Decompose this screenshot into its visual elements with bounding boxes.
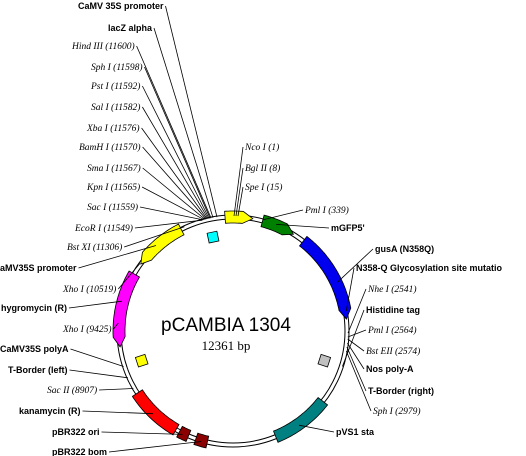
leader-tborder_left (69, 369, 128, 379)
leader-bgl2 (235, 167, 244, 217)
label-xba1: Xba I (11576) (86, 123, 140, 134)
leader-pml1a (262, 209, 304, 221)
leader-sal1 (142, 106, 209, 219)
label-kan_lbl: kanamycin (R) (19, 406, 81, 416)
leader-bstx1 (124, 226, 185, 248)
label-sal1: Sal I (11582) (91, 102, 140, 113)
label-sma1: Sma I (11567) (87, 163, 141, 174)
label-pbrori_lbl: pBR322 ori (52, 427, 100, 437)
label-xho1b: Xho I (9425) (62, 324, 112, 335)
leader-polya_lbl (70, 348, 124, 367)
leader-spe1 (237, 186, 244, 217)
label-sac2: Sac II (8907) (47, 385, 97, 396)
leader-hind3 (136, 45, 212, 219)
feature-markers (134, 230, 332, 368)
leader-mgfp_lbl (276, 224, 330, 229)
label-spe1: Spe I (15) (245, 182, 282, 193)
label-histag_lbl: Histidine tag (366, 305, 420, 315)
label-sac1: Sac I (11559) (87, 202, 138, 213)
label-bsteii: Bst EII (2574) (366, 346, 420, 357)
label-bgl2: Bgl II (8) (245, 163, 280, 174)
leader-xho1a (117, 263, 141, 290)
leader-sph1a (144, 66, 211, 219)
leader-n358q (345, 267, 355, 312)
label-nco1: Nco I (1) (244, 142, 279, 153)
leader-pvs1_lbl (298, 424, 335, 433)
leader-ecor1 (134, 219, 203, 229)
label-ecor1: EcoR I (11549) (74, 223, 133, 234)
label-sph1b: Sph I (2979) (373, 406, 421, 417)
leader-sma1 (142, 167, 206, 220)
feature-pbr_ori (176, 425, 192, 443)
label-sph1a: Sph I (11598) (91, 62, 143, 73)
label-xho1a: Xho I (10519) (62, 284, 116, 295)
label-tborder_left: T-Border (left) (8, 365, 68, 375)
leader-camv35s_top (165, 5, 218, 218)
leader-tborder_right (346, 346, 367, 392)
label-camv35s_left: aMV35S promoter (0, 263, 77, 273)
feature-camv2 (140, 223, 185, 265)
leader-sac1 (139, 206, 204, 221)
label-kpn1: Kpn I (11565) (86, 182, 140, 193)
leader-nospolya (347, 342, 365, 370)
leader-histag_lbl (342, 309, 365, 367)
feature-gusa (298, 235, 352, 320)
leader-xba1 (141, 127, 208, 220)
leader-kan_lbl (82, 410, 154, 415)
leader-bsteii (347, 338, 365, 352)
leader-pst1 (142, 85, 210, 219)
feature-arcs (112, 210, 352, 449)
leader-hyg_lbl (68, 300, 122, 309)
leader-sph1b (345, 350, 372, 412)
label-bstx1: Bst XI (11306) (67, 242, 122, 253)
label-n358q: N358-Q Glycosylation site mutatio (356, 263, 503, 273)
label-pbrbom_lbl: pBR322 bom (52, 447, 107, 456)
feature-hyg (112, 270, 141, 348)
leader-camv35s_left (78, 245, 157, 269)
label-hind3: Hind III (11600) (71, 41, 135, 52)
marker-histag (317, 353, 332, 368)
marker-lacz_site (206, 230, 220, 244)
label-polya_lbl: CaMV35S polyA (0, 344, 69, 354)
label-leaders (68, 5, 374, 453)
label-pml1a: Pml I (339) (304, 205, 349, 216)
label-gusa_lbl: gusA (N358Q) (375, 244, 434, 254)
leader-xho1b (113, 322, 119, 330)
marker-cam_polya (134, 353, 149, 368)
plasmid-name: pCAMBIA 1304 (161, 315, 291, 336)
leader-pbrori_lbl (101, 431, 183, 435)
label-pst1: Pst I (11592) (90, 81, 140, 92)
label-pml1b: Pml I (2564) (367, 325, 417, 336)
label-laczalpha: lacZ alpha (108, 23, 153, 33)
label-nhe1: Nhe I (2541) (367, 284, 417, 295)
label-camv35s_top: CaMV 35S promoter (78, 1, 164, 11)
leader-pbrbom_lbl (108, 441, 202, 453)
leader-nhe1 (347, 288, 367, 334)
label-hyg_lbl: hygromycin (R) (1, 303, 67, 313)
leader-pml1b (347, 329, 367, 338)
leader-gusa_lbl (336, 248, 374, 283)
leader-sac2 (99, 388, 134, 391)
label-tborder_right: T-Border (right) (368, 386, 434, 396)
label-bamh1: BamH I (11570) (79, 142, 141, 153)
feature-pvs1 (272, 396, 329, 443)
feature-pbr_bom (193, 432, 210, 449)
feature-kan (131, 389, 180, 436)
leader-laczalpha (153, 27, 214, 218)
label-nospolya: Nos poly-A (366, 364, 414, 374)
leader-bamh1 (142, 146, 207, 220)
label-pvs1_lbl: pVS1 sta (336, 427, 375, 437)
label-mgfp_lbl: mGFP5' (331, 223, 365, 233)
feature-lacz (224, 210, 254, 224)
leader-nco1 (233, 146, 244, 217)
plasmid-size: 12361 bp (202, 338, 251, 353)
leader-kpn1 (141, 186, 205, 221)
